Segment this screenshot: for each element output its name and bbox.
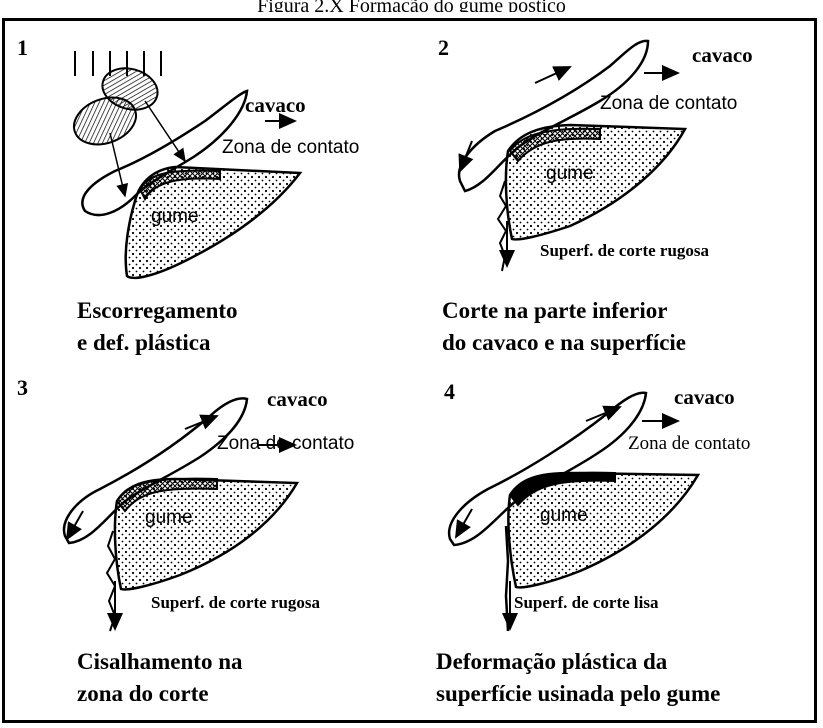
panel-3-caption: Cisalhamento na zona do corte — [77, 646, 243, 710]
panel-4-caption: Deformação plástica da superfície usinad… — [436, 646, 720, 710]
panel-4-number: 4 — [444, 379, 455, 405]
panel-3-caption-line1: Cisalhamento na — [77, 646, 243, 678]
smooth-surface — [506, 526, 508, 631]
panel-3: 3 cavaco Zona de contato gume Superf. de… — [5, 361, 410, 721]
panel-1-caption-line2: e def. plástica — [77, 327, 238, 359]
panel-1-caption: Escorregamento e def. plástica — [77, 295, 238, 359]
panel-2-caption: Corte na parte inferior do cavaco e na s… — [442, 295, 686, 359]
panel-4-zone-label: Zona de contato — [628, 433, 750, 455]
panel-2-edge-label: gume — [546, 163, 594, 185]
panel-4: 4 cavaco Zona de contato gume Superf. de… — [410, 361, 815, 721]
panel-3-chip-label: cavaco — [267, 387, 328, 412]
panel-1-number: 1 — [17, 35, 28, 61]
panel-1-zone-label: Zona de contato — [222, 137, 359, 159]
panel-3-caption-line2: zona do corte — [77, 678, 243, 710]
figure-frame: 1 cavaco Zona de contato gume Escorregam… — [2, 18, 817, 723]
panel-2-chip-label: cavaco — [692, 43, 753, 68]
panel-1-caption-line1: Escorregamento — [77, 295, 238, 327]
panel-2-caption-line1: Corte na parte inferior — [442, 295, 686, 327]
panel-2-caption-line2: do cavaco e na superfície — [442, 327, 686, 359]
panel-1-chip-label: cavaco — [245, 93, 306, 118]
panel-4-edge-label: gume — [540, 505, 588, 527]
panel-2-zone-label: Zona de contato — [600, 93, 737, 115]
panel-4-chip-label: cavaco — [674, 385, 735, 410]
panel-3-zone-label: Zona de contato — [217, 433, 354, 455]
rough-surface — [107, 531, 115, 631]
rough-surface — [498, 181, 506, 271]
panel-4-surface-label: Superf. de corte lisa — [514, 593, 658, 613]
panel-4-caption-line1: Deformação plástica da — [436, 646, 720, 678]
panel-2: 2 cavaco Zona de contato gume Superf. de… — [410, 21, 815, 361]
panel-3-surface-label: Superf. de corte rugosa — [151, 593, 320, 613]
panel-2-surface-label: Superf. de corte rugosa — [540, 241, 709, 261]
figure-caption: Figura 2.X Formação do gume postiço — [0, 0, 823, 12]
panel-3-number: 3 — [17, 375, 28, 401]
panel-4-caption-line2: superfície usinada pelo gume — [436, 678, 720, 710]
panel-1-edge-label: gume — [151, 206, 199, 228]
panel-3-edge-label: gume — [145, 507, 193, 529]
panel-2-number: 2 — [438, 35, 449, 61]
panel-1: 1 cavaco Zona de contato gume Escorregam… — [5, 21, 410, 361]
